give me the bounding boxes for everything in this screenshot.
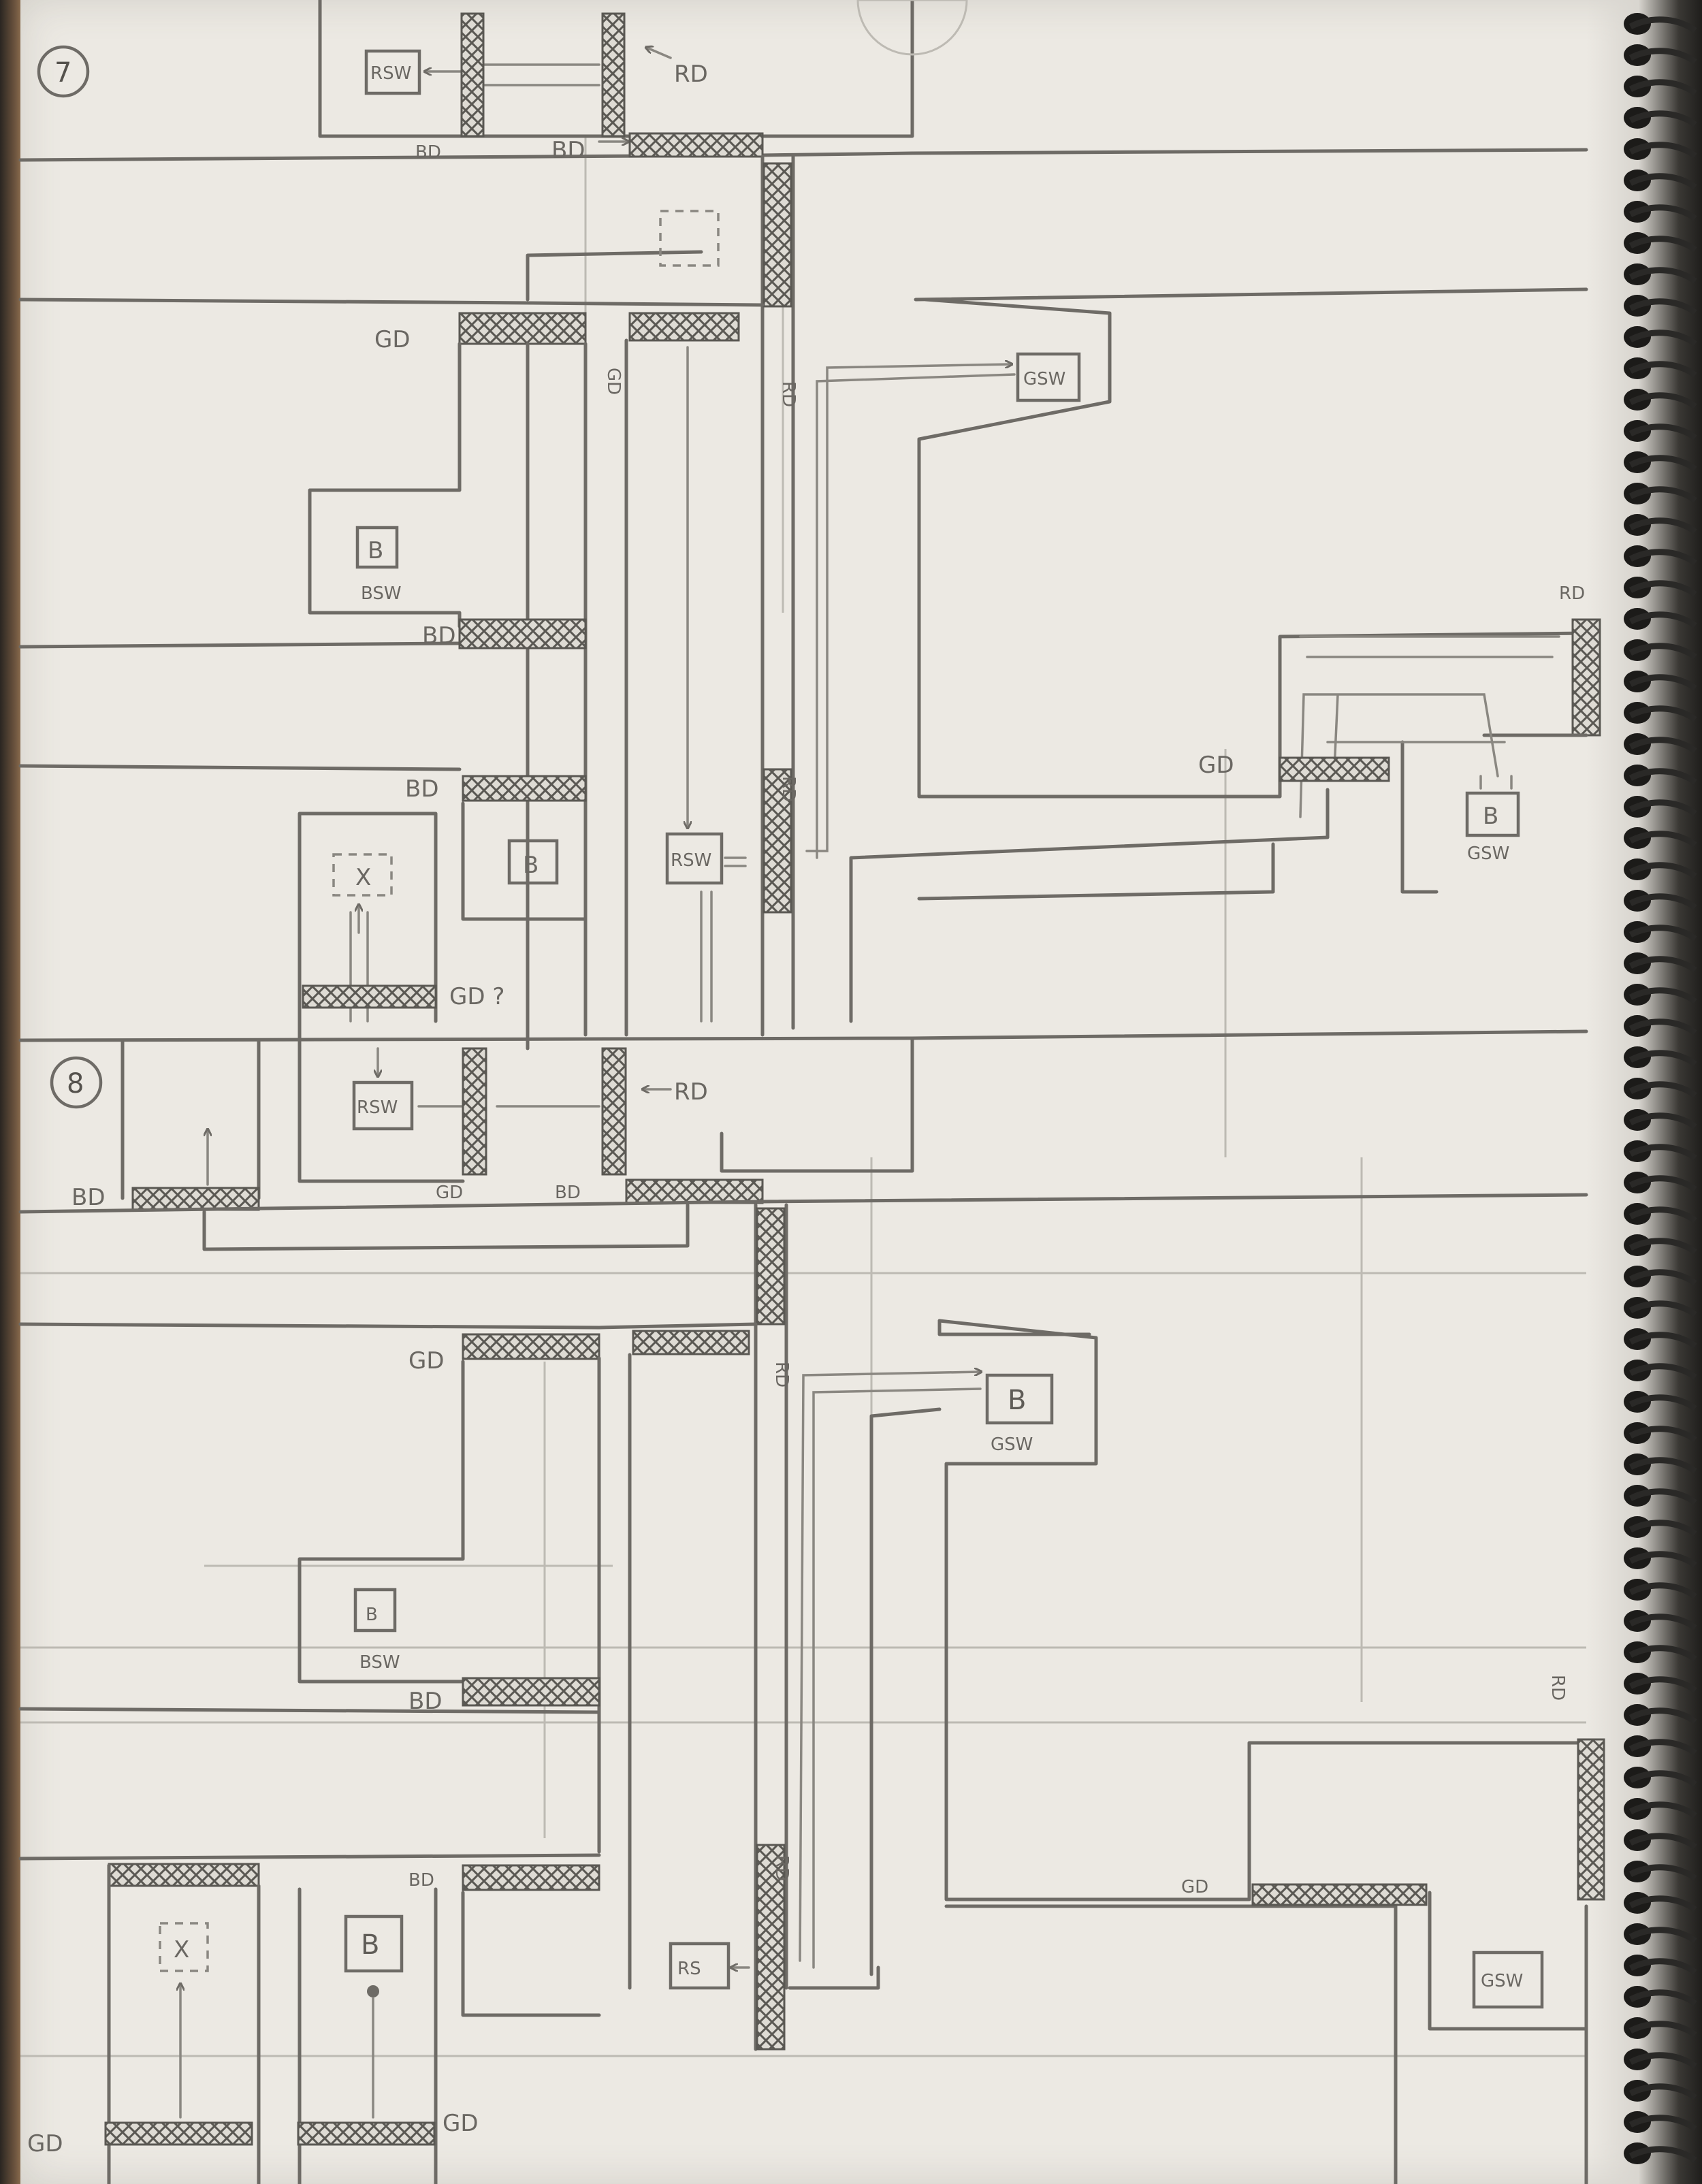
- page-number-8: 8: [67, 1068, 84, 1099]
- gd-label: GD: [1198, 752, 1234, 779]
- rd-label-vertical: RD: [1547, 1675, 1568, 1701]
- gsw-label: GSW: [1023, 369, 1065, 389]
- faint-grid: [20, 136, 1586, 2056]
- gd-label: GD: [1181, 1877, 1208, 1897]
- gd-label: GD: [374, 326, 411, 353]
- door-hatched: [463, 1678, 599, 1705]
- gd-label: GD: [408, 1347, 445, 1375]
- x-label: X: [355, 864, 371, 891]
- door-hatched: [298, 2123, 434, 2145]
- door-hatched: [109, 1864, 259, 1886]
- bd-label: BD: [551, 137, 585, 164]
- rsw-label-left: RSW: [357, 1097, 398, 1118]
- gsw-label: GSW: [1481, 1971, 1523, 1991]
- door-hatched: [106, 2123, 252, 2145]
- rd-label: RD: [674, 61, 708, 88]
- rsw-label-top: RSW: [370, 63, 411, 84]
- b-label: B: [1483, 803, 1498, 830]
- gsw-label: GSW: [1467, 844, 1509, 864]
- door-hatched: [764, 163, 791, 306]
- b-label: B: [368, 537, 383, 564]
- spiral-binding-rings: [1624, 13, 1695, 2164]
- b-label: B: [1008, 1385, 1026, 1416]
- bsw-label: BSW: [361, 583, 402, 604]
- rd-label-vertical: RD: [778, 776, 799, 802]
- door-hatched: [757, 1208, 784, 1324]
- rs-label: RS: [677, 1959, 701, 1979]
- b-label: B: [366, 1605, 378, 1625]
- bd-label: BD: [71, 1184, 106, 1211]
- dashed-outline: [660, 211, 718, 266]
- door-hatched: [603, 14, 624, 136]
- door-hatched: [630, 133, 762, 157]
- bd-label: BD: [405, 775, 439, 803]
- section-8: 8 RSW RD BD GD BD RD RD GD: [20, 1031, 1604, 2184]
- page-number-7: 7: [54, 57, 71, 89]
- door-hatched: [1253, 1884, 1426, 1905]
- gd-label-vertical: GD: [603, 368, 624, 395]
- door-hatched: [630, 313, 739, 340]
- rd-label-vertical: RD: [771, 1855, 792, 1881]
- rd-label: RD: [674, 1078, 708, 1106]
- bd-label: BD: [415, 142, 441, 163]
- door-hatched: [460, 620, 585, 648]
- rd-label-vertical: RD: [771, 1362, 792, 1387]
- door-hatched: [633, 1331, 749, 1354]
- b-label: B: [361, 1929, 379, 1961]
- gsw-label: GSW: [991, 1434, 1033, 1455]
- rd-label: RD: [1559, 583, 1585, 604]
- door-hatched: [463, 1334, 599, 1359]
- door-hatched: [603, 1048, 626, 1174]
- gd-question-label: GD ?: [449, 983, 504, 1010]
- door-hatched: [303, 986, 436, 1008]
- bd-label: BD: [408, 1870, 434, 1891]
- door-hatched: [463, 776, 585, 801]
- door-hatched: [626, 1180, 762, 1203]
- section-7: 7 RSW RD BD BD RD RD GD GD: [20, 0, 1600, 1048]
- gd-label: GD: [443, 2110, 479, 2137]
- rsw-label-center: RSW: [671, 850, 711, 871]
- b-label: B: [523, 852, 539, 879]
- bsw-label: BSW: [359, 1652, 400, 1673]
- door-hatched: [1280, 758, 1389, 781]
- bd-label: BD: [422, 622, 456, 649]
- door-hatched: [463, 1048, 486, 1174]
- door-hatched: [460, 313, 585, 344]
- gd-label: GD: [436, 1183, 463, 1203]
- door-hatched: [1578, 1739, 1604, 1899]
- gd-label: GD: [27, 2130, 63, 2157]
- lever-knob: [367, 1985, 379, 1997]
- bd-label: BD: [408, 1688, 443, 1715]
- door-hatched: [462, 14, 483, 136]
- door-hatched: [1573, 620, 1600, 735]
- door-hatched: [133, 1188, 259, 1210]
- door-hatched: [463, 1865, 599, 1890]
- rd-label-vertical: RD: [778, 381, 799, 407]
- x-label: X: [174, 1936, 189, 1963]
- bd-label: BD: [555, 1183, 581, 1203]
